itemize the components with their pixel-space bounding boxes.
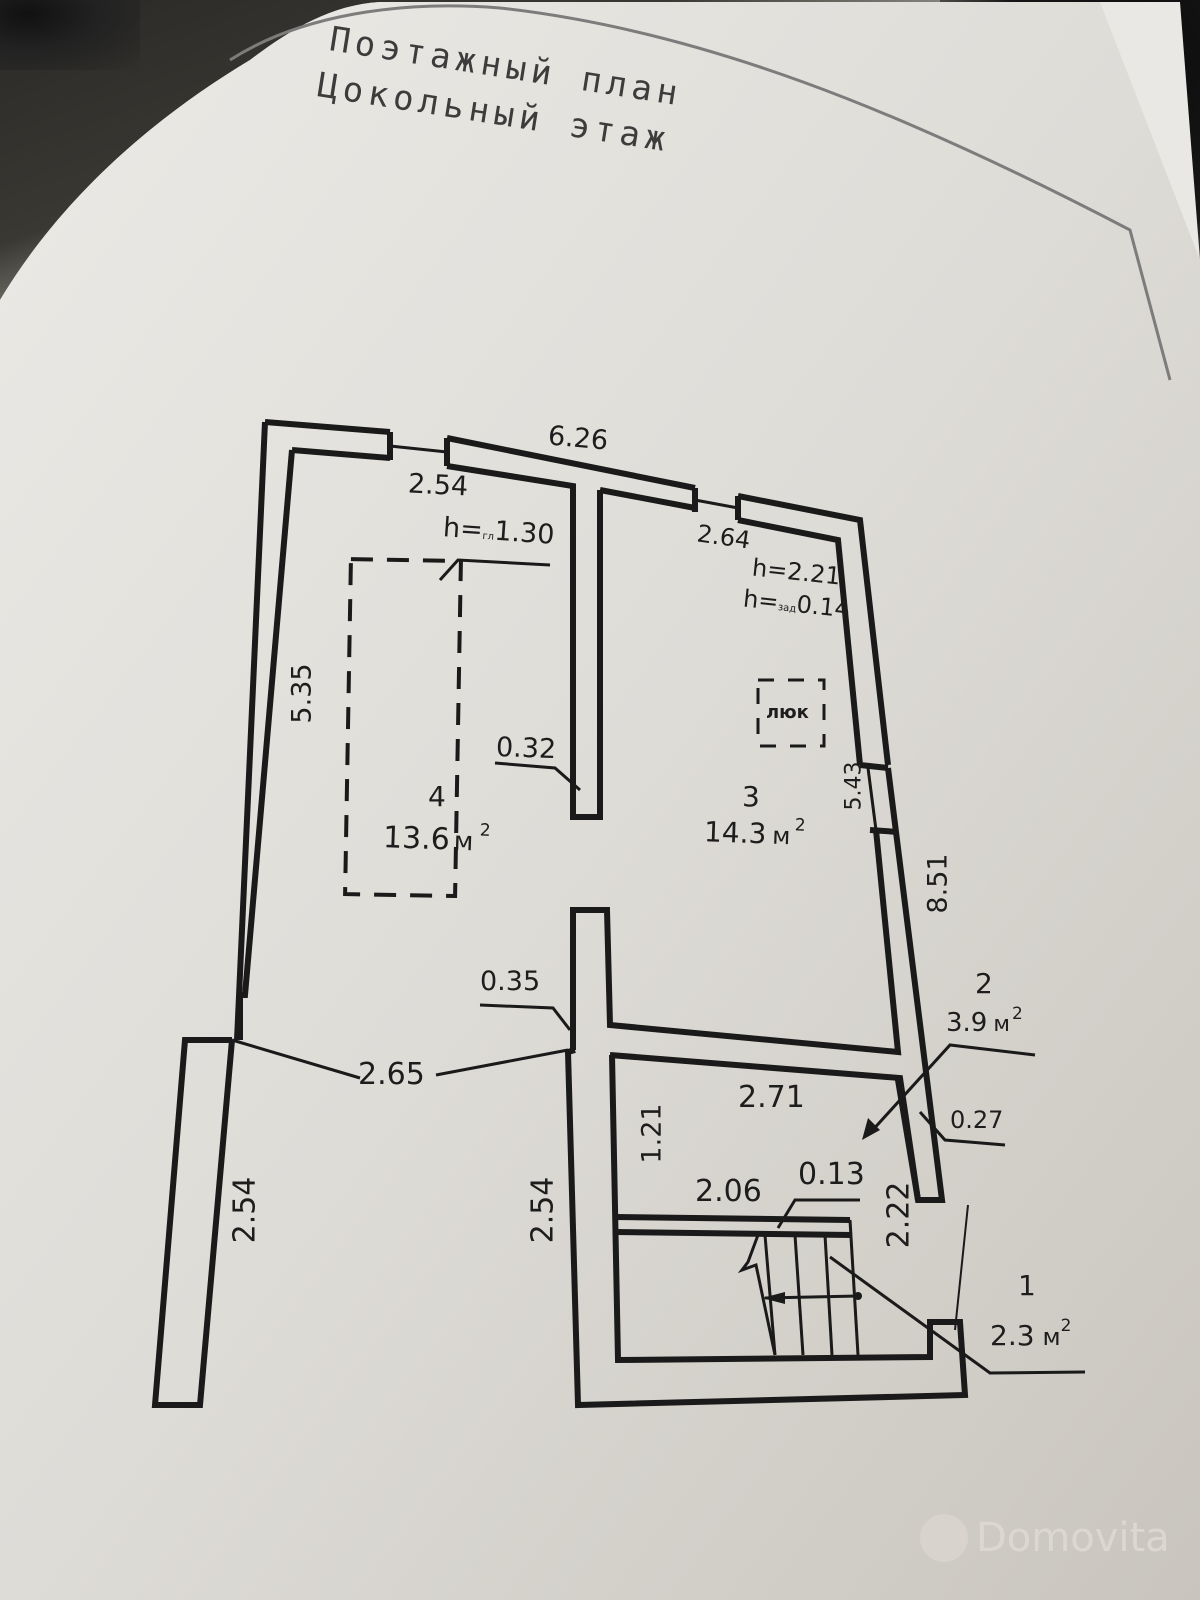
dimension-top-overall: 6.26 [546,420,610,457]
dimension-wall-0-32: 0.32 [495,731,557,766]
dimension-wall-0-27: 0.27 [950,1106,1004,1134]
dimension-stair-step: 0.13 [798,1157,865,1192]
background-object [0,0,140,70]
height-subscript: зад [777,602,797,615]
dimension-room3-top: 2.64 [695,519,753,555]
area-unit: м [453,826,474,858]
room-1-number: 1 [1018,1269,1036,1302]
area-unit: м [993,1012,1010,1037]
height-value: 2.21 [785,557,842,591]
dimension-partition-0-35: 0.35 [480,966,541,997]
area-unit-power: 2 [1011,1004,1023,1024]
room-3-number: 3 [742,780,760,813]
dimension-stair-width: 2.06 [695,1174,762,1209]
height-value: 0.14 [795,590,852,624]
dimension-opening-2-65: 2.65 [358,1057,425,1092]
dimension-room2-width: 2.71 [738,1080,805,1115]
area-unit-power: 2 [1060,1316,1072,1336]
dimension-room4-left: 5.35 [286,663,318,724]
area-unit: м [1042,1323,1061,1351]
dimension-room2-right: 2.22 [881,1181,917,1249]
dimension-lower-right-2-54: 2.54 [525,1176,561,1244]
area-value: 14.3 [703,815,767,851]
dimension-room3-right: 5.43 [841,761,867,811]
height-value: 1.30 [493,515,556,551]
area-unit: м [771,821,791,851]
watermark-brand: Domovita [976,1515,1170,1561]
dimension-room2-left: 1.21 [636,1103,668,1164]
dimension-lower-left-2-54: 2.54 [227,1176,263,1244]
room-4-number: 4 [428,780,446,813]
area-value: 13.6 [382,820,451,858]
room4-height: h=гл1.30 [442,512,556,551]
height-prefix: h= [442,512,484,546]
room-2-number: 2 [975,967,993,1000]
area-unit-power: 2 [479,820,491,841]
height-prefix: h= [750,553,789,585]
hatch-label: люк [766,702,809,723]
area-unit-power: 2 [794,815,806,836]
area-value: 2.3 [990,1319,1035,1352]
domovita-watermark: Domovita [920,1508,1170,1568]
dimension-right-overall: 8.51 [922,853,954,914]
dimension-room4-top: 2.54 [407,468,469,503]
area-value: 3.9 [946,1008,988,1038]
domovita-logo-icon [920,1514,968,1562]
height-prefix: h= [741,584,780,617]
